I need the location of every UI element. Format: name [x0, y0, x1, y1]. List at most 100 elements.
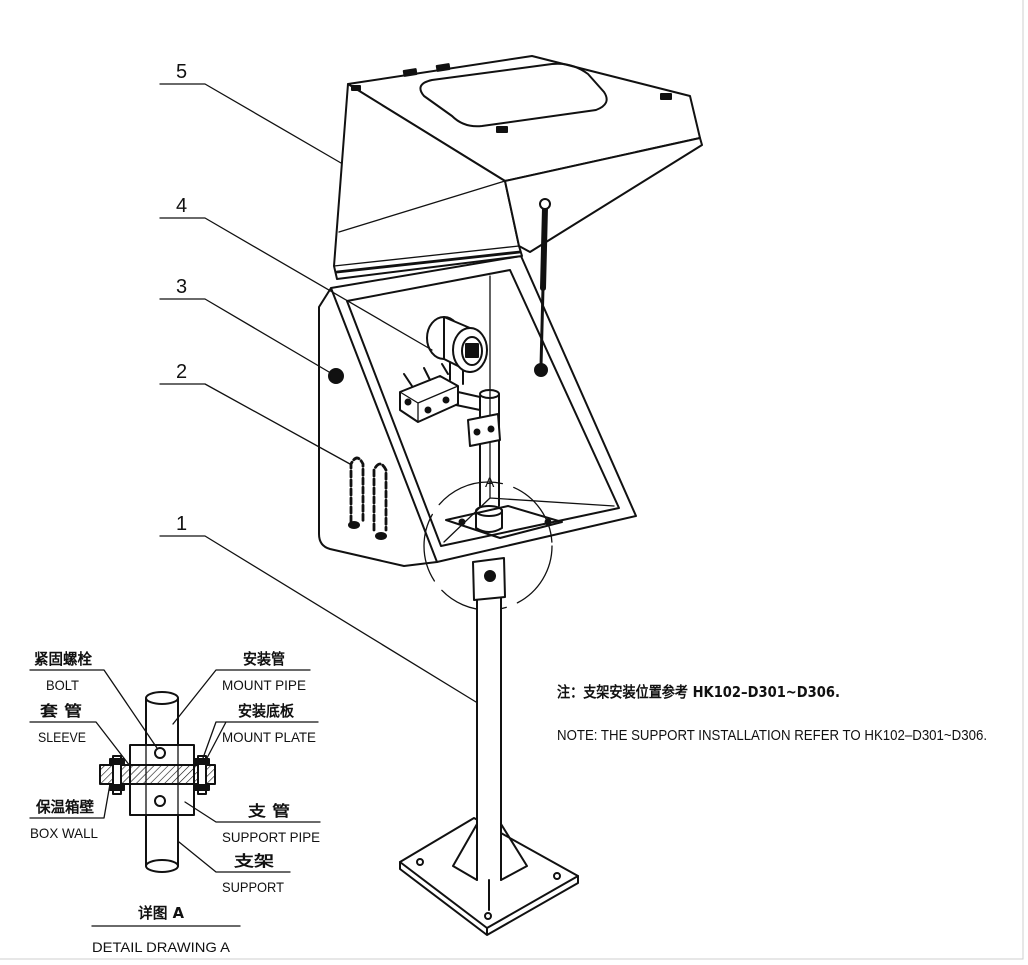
- pipe-body: [479, 393, 500, 507]
- strut-cylinder: [540, 205, 548, 291]
- detail-bolt-nut: [109, 758, 125, 765]
- detail-mount-pipe: [145, 697, 179, 746]
- note-cn: 注：支架安装位置参考 HK102–D301~D306.: [557, 683, 840, 701]
- leader-support: [178, 841, 291, 873]
- pipe-top: [479, 389, 500, 399]
- plate-bolt: [458, 518, 466, 526]
- lid-hinge: [335, 250, 522, 274]
- lid-side-face: [504, 137, 703, 253]
- support-stand: [399, 557, 579, 936]
- leader-line: [159, 383, 351, 465]
- leader-mount-pipe: [172, 669, 311, 725]
- detail-bolt-nut: [109, 784, 125, 791]
- lid-latch: [435, 63, 451, 72]
- u-bolt-nut: [348, 521, 360, 529]
- gusset: [452, 823, 528, 911]
- leader-line: [159, 217, 433, 351]
- detail-leaders: [29, 669, 321, 927]
- label-mount-plate-en: MOUNT PLATE: [222, 729, 316, 745]
- u-bolts: [348, 456, 388, 540]
- anchor-hole: [553, 872, 561, 880]
- callout-4: 4: [159, 195, 433, 351]
- label-support-cn: 支架: [233, 852, 274, 870]
- leader-mount-plate: [202, 721, 319, 759]
- support-pipe: [476, 596, 502, 881]
- mounting-bracket: [455, 391, 481, 411]
- leader-support-pipe: [184, 801, 321, 823]
- transmitter-display: [461, 336, 483, 366]
- detail-title-cn: 详图 A: [138, 904, 184, 922]
- u-bolt: [372, 462, 388, 532]
- label-box-wall-cn: 保温箱壁: [35, 798, 94, 816]
- detail-labels: 紧固螺栓 BOLT 安装管 MOUNT PIPE 套 管 SLEEVE 安装底板…: [30, 650, 320, 955]
- lid-latch: [402, 68, 418, 77]
- pressure-transmitter: [399, 316, 488, 423]
- label-bolt-en: BOLT: [46, 677, 79, 693]
- manifold-port: [404, 398, 412, 406]
- base-plate-edge: [399, 861, 579, 936]
- gas-strut: [534, 198, 551, 377]
- latch-knob: [328, 368, 344, 384]
- lid-crease: [338, 180, 506, 233]
- lid-latch: [660, 93, 672, 100]
- support-bolt: [484, 570, 496, 582]
- lid-bottom-rim: [333, 245, 520, 267]
- detail-box-wall: [99, 764, 216, 785]
- mount-plate: [445, 505, 563, 539]
- u-bolt: [349, 456, 365, 524]
- callout-number: 4: [176, 195, 187, 217]
- clamp-bolt: [473, 428, 481, 436]
- support-pipe-fill: [477, 598, 501, 880]
- detail-pipe-break-top: [145, 691, 179, 705]
- detail-drawing-a: [99, 691, 216, 873]
- display-window: [465, 343, 479, 358]
- detail-plate-bolt: [197, 755, 207, 795]
- leader-line: [159, 535, 477, 703]
- label-support-en: SUPPORT: [222, 879, 284, 895]
- callout-number: 2: [176, 361, 187, 383]
- strut-bottom-eyelet: [534, 363, 548, 377]
- instrument-mount-pipe: [445, 389, 563, 539]
- detail-marker: A: [485, 474, 495, 490]
- enclosure-lid: [333, 55, 703, 280]
- detail-support-pipe: [145, 814, 179, 867]
- label-mount-pipe-en: MOUNT PIPE: [222, 677, 306, 693]
- lid-latch: [351, 85, 361, 91]
- strut-top-eyelet: [539, 198, 551, 210]
- callout-3: 3: [159, 276, 330, 373]
- manifold-edges: [399, 385, 459, 423]
- valve-handles: [403, 363, 449, 387]
- anchor-hole: [484, 912, 492, 920]
- label-support-pipe-en: SUPPORT PIPE: [222, 829, 320, 845]
- detail-bolt-nut: [194, 784, 210, 791]
- box-inner-rim: [346, 269, 620, 547]
- detail-pipe-break-bottom: [145, 859, 179, 873]
- lid-window: [419, 62, 608, 128]
- detail-bolt-nut: [194, 758, 210, 765]
- detail-bolt-head: [154, 747, 166, 759]
- leader-sleeve: [29, 721, 131, 767]
- label-support-pipe-cn: 支 管: [247, 802, 290, 820]
- label-box-wall-en: BOX WALL: [30, 825, 98, 841]
- strut-rod: [539, 286, 545, 368]
- lid-latch: [496, 126, 508, 133]
- pipe-sleeve: [475, 509, 503, 533]
- detail-title-en: DETAIL DRAWING A: [92, 939, 231, 955]
- callout-number: 1: [176, 513, 187, 535]
- label-bolt-cn: 紧固螺栓: [34, 650, 92, 668]
- box-side-face: [318, 287, 438, 567]
- label-mount-pipe-cn: 安装管: [243, 650, 285, 668]
- pipe-clamp: [467, 413, 501, 447]
- leader-bolt: [29, 669, 158, 749]
- detail-bolt-head: [154, 795, 166, 807]
- detail-plate-bolt: [112, 755, 122, 795]
- sleeve-top: [475, 505, 503, 517]
- installation-note: 注：支架安装位置参考 HK102–D301~D306. NOTE: THE SU…: [557, 683, 987, 744]
- callout-5: 5: [159, 61, 342, 164]
- leader-line: [159, 298, 330, 373]
- manifold-port: [424, 406, 432, 414]
- label-sleeve-en: SLEEVE: [38, 729, 86, 745]
- callout-number: 5: [176, 61, 187, 83]
